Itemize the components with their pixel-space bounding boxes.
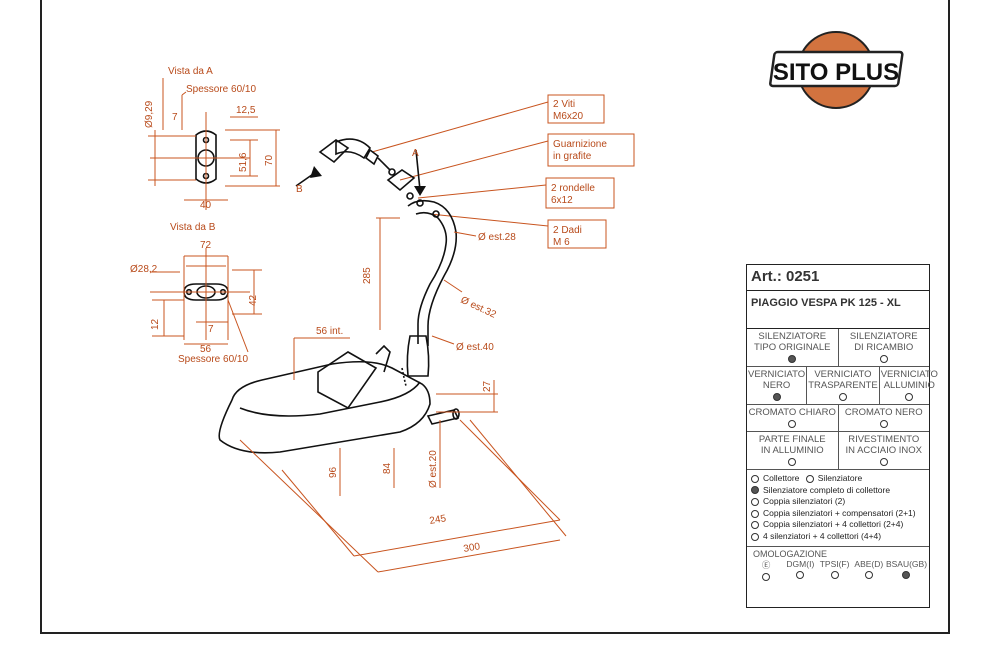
radio-replacement[interactable] — [879, 355, 888, 364]
view-b: Vista da B Ø28,2 72 42 12 7 56 Spessore … — [130, 222, 262, 365]
homologation-bsau: BSAU(GB) — [886, 559, 927, 582]
callout-rondelle-2: 6x12 — [551, 195, 573, 206]
arrow-a-label: A — [412, 148, 419, 159]
radio-black-chrome[interactable] — [879, 420, 888, 429]
article-label: Art.: — [751, 268, 782, 285]
callout-dadi-1: 2 Dadi — [553, 225, 582, 236]
option-inox-cover: RIVESTIMENTO IN ACCIAIO INOX — [839, 432, 930, 469]
configuration-options: Collettore Silenziatore Silenziatore com… — [747, 470, 929, 547]
dim-d-est-32: Ø est.32 — [459, 295, 498, 321]
option-pair-collectors: Coppia silenziatori + 4 collettori (2+4) — [751, 519, 925, 531]
view-b-dim-72: 72 — [200, 240, 212, 251]
view-a-dim-51-6: 51,6 — [238, 152, 249, 172]
view-b-dim-7: 7 — [208, 324, 214, 335]
option-replacement: SILENZIATORE DI RICAMBIO — [839, 329, 930, 366]
option-light-chrome: CROMATO CHIARO — [747, 405, 839, 431]
muffler-type-row: SILENZIATORE TIPO ORIGINALE SILENZIATORE… — [747, 329, 929, 367]
dim-285: 285 — [362, 267, 373, 284]
article-row: Art.: 0251 — [747, 265, 929, 291]
view-a-dim-7: 7 — [172, 112, 178, 123]
radio-homologation-abe[interactable] — [864, 571, 873, 580]
dimension-lines: 285 Ø est.28 Ø est.32 Ø est.40 56 int. 2… — [239, 148, 567, 573]
dim-d-est-28: Ø est.28 — [478, 232, 516, 243]
view-a-dim-hole: Ø9,29 — [144, 100, 155, 128]
radio-collettore[interactable] — [751, 474, 759, 483]
callout-dadi-2: M 6 — [553, 237, 570, 248]
radio-complete[interactable] — [751, 486, 759, 495]
radio-homologation-tpsi[interactable] — [830, 571, 839, 580]
dim-96: 96 — [328, 466, 339, 478]
option-aluminium-end: PARTE FINALE IN ALLUMINIO — [747, 432, 839, 469]
view-b-dim-56: 56 — [200, 344, 212, 355]
radio-clear-paint[interactable] — [838, 393, 847, 402]
dim-d-est-20: Ø est.20 — [428, 450, 439, 488]
radio-pair-collectors[interactable] — [751, 521, 759, 530]
callout-rondelle-1: 2 rondelle — [551, 183, 595, 194]
view-b-title: Vista da B — [170, 222, 216, 233]
callout-guarnizione-1: Guarnizione — [553, 139, 607, 150]
radio-black-paint[interactable] — [772, 393, 781, 402]
radio-aluminium-end[interactable] — [788, 458, 797, 467]
view-a: Vista da A Spessore 60/10 Ø9,29 7 12,5 5… — [144, 66, 280, 211]
radio-homologation-e[interactable] — [762, 573, 771, 582]
view-b-thickness: Spessore 60/10 — [178, 354, 248, 365]
view-b-dim-hole: Ø28,2 — [130, 264, 158, 275]
finish-row: PARTE FINALE IN ALLUMINIO RIVESTIMENTO I… — [747, 432, 929, 470]
radio-homologation-dgm[interactable] — [796, 571, 805, 580]
homologation-title: OMOLOGAZIONE — [753, 548, 828, 559]
homologation-tpsi: TPSI(F) — [817, 559, 851, 582]
option-pair-compensators: Coppia silenziatori + compensatori (2+1) — [751, 508, 925, 520]
option-black-chrome: CROMATO NERO — [839, 405, 930, 431]
radio-light-chrome[interactable] — [788, 420, 797, 429]
option-black-paint: VERNICIATO NERO — [747, 367, 808, 404]
radio-four-four[interactable] — [751, 532, 759, 541]
callout-guarnizione-2: in grafite — [553, 151, 592, 162]
view-a-title: Vista da A — [168, 66, 213, 77]
option-aluminium-paint: VERNICIATO ALLUMINIO — [880, 367, 939, 404]
option-four-four: 4 silenziatori + 4 collettori (4+4) — [751, 531, 925, 543]
homologation-e: Ⓔ — [749, 559, 783, 582]
option-complete: Silenziatore completo di collettore — [751, 485, 925, 497]
homologation-dgm: DGM(I) — [783, 559, 817, 582]
radio-pair-compensators[interactable] — [751, 509, 759, 518]
arrow-b-label: B — [296, 184, 303, 195]
logo-text: SITO PLUS — [773, 59, 899, 86]
view-a-thickness: Spessore 60/10 — [186, 84, 256, 95]
radio-silenziatore[interactable] — [805, 474, 814, 483]
callout-viti-1: 2 Viti — [553, 99, 575, 110]
homologation-abe: ABE(D) — [852, 559, 886, 582]
homologation-row: Ⓔ DGM(I) TPSI(F) ABE(D) BSAU(GB) — [747, 559, 929, 582]
option-pair: Coppia silenziatori (2) — [751, 496, 925, 508]
product-info-panel: Art.: 0251 PIAGGIO VESPA PK 125 - XL SIL… — [746, 264, 938, 608]
sito-plus-logo: SITO PLUS — [769, 31, 904, 109]
dim-27: 27 — [482, 380, 493, 392]
paint-row: VERNICIATO NERO VERNICIATO TRASPARENTE V… — [747, 367, 938, 405]
radio-inox-cover[interactable] — [879, 458, 888, 467]
dim-56-int: 56 int. — [316, 326, 343, 337]
dim-245: 245 — [429, 513, 448, 527]
chrome-row: CROMATO CHIARO CROMATO NERO — [747, 405, 929, 432]
radio-original[interactable] — [788, 355, 797, 364]
view-a-dim-70: 70 — [264, 154, 275, 166]
callout-viti-2: M6x20 — [553, 111, 583, 122]
option-clear-paint: VERNICIATO TRASPARENTE — [807, 367, 880, 404]
option-collector-silencer: Collettore Silenziatore — [751, 473, 925, 485]
model-name: PIAGGIO VESPA PK 125 - XL — [747, 291, 929, 329]
dim-d-est-40: Ø est.40 — [456, 342, 494, 353]
view-b-dim-12: 12 — [150, 318, 161, 330]
dim-84: 84 — [382, 462, 393, 474]
article-number: 0251 — [786, 268, 820, 285]
option-original: SILENZIATORE TIPO ORIGINALE — [747, 329, 839, 366]
radio-aluminium-paint[interactable] — [905, 393, 914, 402]
dim-300: 300 — [463, 541, 482, 555]
radio-homologation-bsau[interactable] — [902, 571, 911, 580]
view-a-dim-12-5: 12,5 — [236, 105, 256, 116]
radio-pair[interactable] — [751, 497, 759, 506]
callouts: 2 Viti M6x20 Guarnizione in grafite 2 ro… — [371, 94, 635, 249]
